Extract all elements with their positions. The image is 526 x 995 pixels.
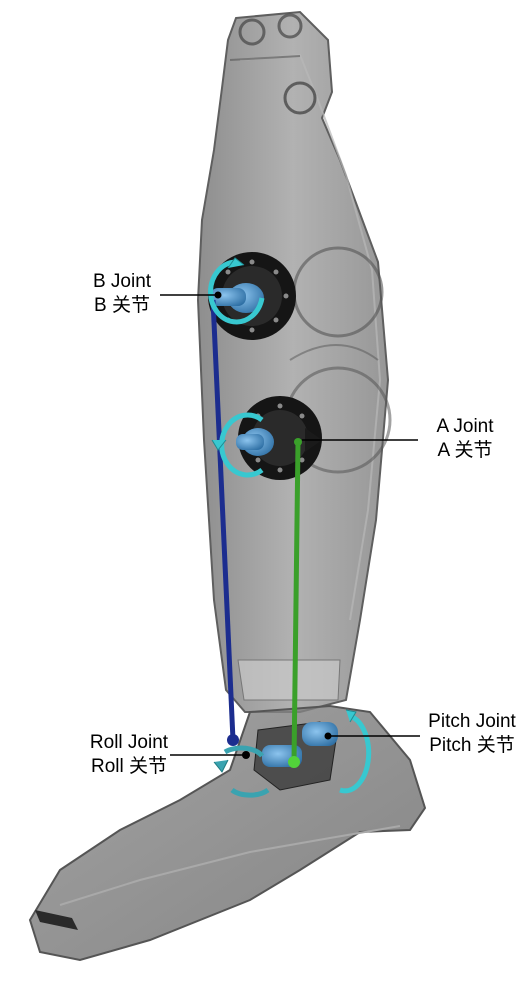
b-joint-label-zh: B 关节 [86,294,158,318]
roll-joint-label-en: Roll Joint [82,731,176,755]
roll-joint-label: Roll Joint Roll 关节 [82,731,176,779]
a-joint-label: A Joint A 关节 [430,415,500,463]
pitch-joint-label-en: Pitch Joint [420,710,524,734]
a-joint-label-zh: A 关节 [430,439,500,463]
a-joint-label-en: A Joint [430,415,500,439]
roll-joint-label-zh: Roll 关节 [82,755,176,779]
pitch-joint-label: Pitch Joint Pitch 关节 [420,710,524,758]
b-joint-label-en: B Joint [86,270,158,294]
pitch-joint-label-zh: Pitch 关节 [420,734,524,758]
b-joint-label: B Joint B 关节 [86,270,158,318]
